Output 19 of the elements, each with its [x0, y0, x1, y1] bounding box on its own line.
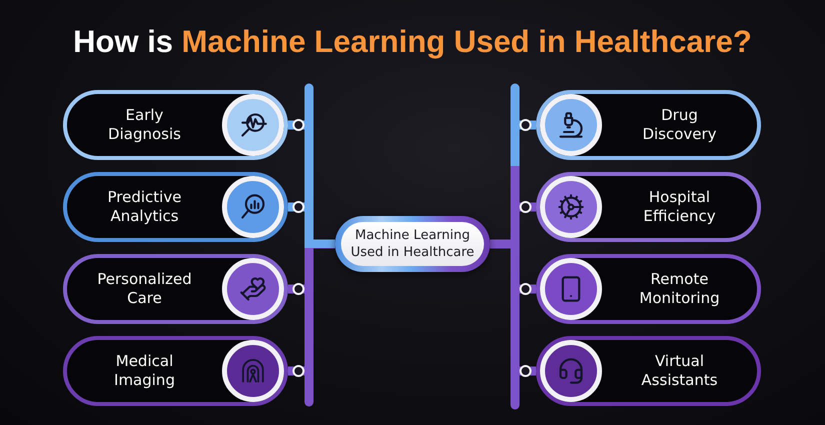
topic-label: Remote Monitoring — [638, 270, 721, 308]
connector-line — [520, 283, 536, 295]
hub-label: Machine Learning Used in Healthcare — [350, 227, 476, 261]
connector-rail — [304, 84, 314, 406]
connector-line — [288, 365, 304, 377]
connector-line — [520, 201, 536, 213]
topic-label: Medical Imaging — [113, 352, 176, 390]
connector-line — [288, 201, 304, 213]
topic-label: Personalized Care — [96, 270, 193, 308]
topic-label: Hospital Efficiency — [642, 188, 717, 226]
connector-line — [314, 240, 335, 248]
topic-label: Predictive Analytics — [106, 188, 182, 226]
topic-label: Virtual Assistants — [640, 352, 719, 390]
topic-label: Drug Discovery — [641, 106, 718, 144]
connector-line — [288, 283, 304, 295]
topic-label: Early Diagnosis — [107, 106, 182, 144]
title: How is Machine Learning Used in Healthcare? — [73, 23, 752, 61]
connector-line — [288, 119, 304, 131]
connector-line — [520, 365, 536, 377]
